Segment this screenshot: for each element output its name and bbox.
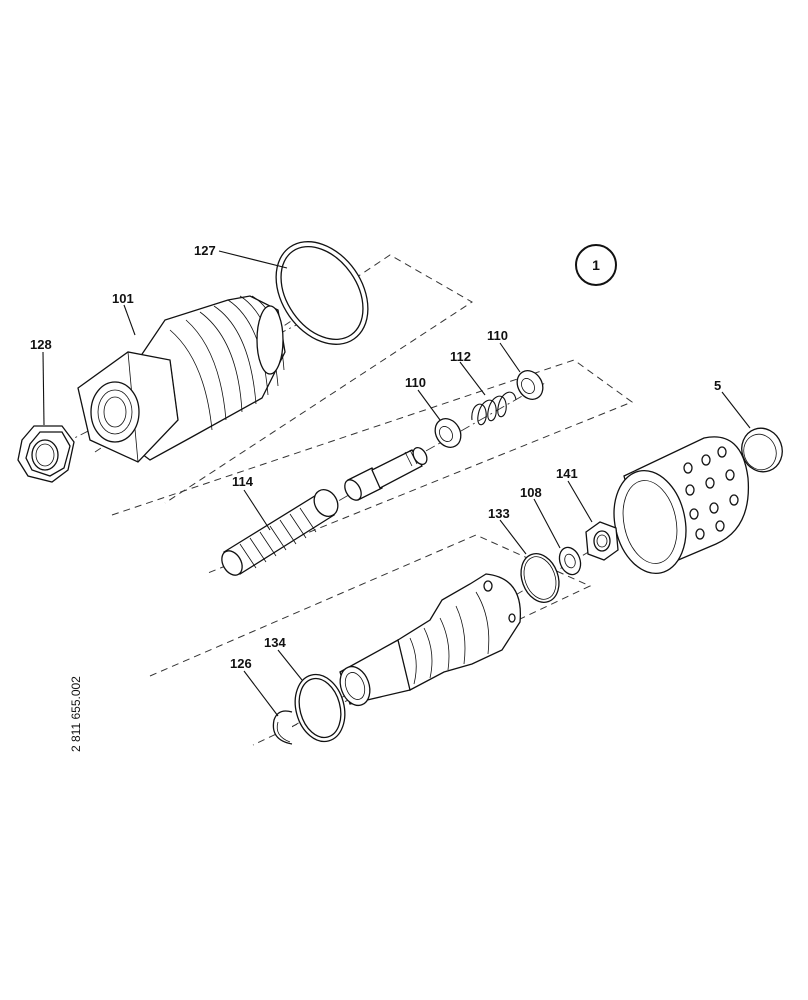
callout-128: 128: [30, 337, 52, 352]
part-141-nut: [585, 521, 619, 561]
part-127-o-ring: [275, 241, 369, 345]
callout-133: 133: [488, 506, 510, 521]
drawing-reference-number: 2 811 655.002: [69, 676, 83, 752]
callout-101: 101: [112, 291, 134, 306]
part-128-hex-nut: [17, 425, 75, 483]
part-133-o-ring: [520, 553, 560, 603]
part-112-spring: [471, 391, 517, 426]
part-perforated-sleeve: [613, 436, 750, 575]
part-114-threaded-rod: [221, 489, 339, 576]
leader-lines: [42, 250, 751, 717]
callout-112: 112: [450, 349, 471, 364]
part-126-circlip: [272, 710, 293, 745]
part-110-washer-b: [516, 370, 544, 400]
assembly-frame-middle: [111, 359, 634, 574]
callout-110-upper: 110: [487, 328, 508, 343]
view-marker-label: 1: [592, 257, 600, 273]
part-cartridge-spool: [339, 573, 522, 707]
callout-108: 108: [520, 485, 542, 500]
assembly-frame-upper: [94, 254, 473, 504]
view-marker: 1: [575, 244, 617, 286]
callout-5: 5: [714, 378, 721, 393]
callout-141: 141: [556, 466, 578, 481]
part-spool-pin: [344, 446, 428, 501]
part-101-valve-body: [77, 295, 286, 463]
part-110-washer-a: [434, 418, 462, 448]
part-134-snap-ring: [294, 673, 346, 743]
callout-114: 114: [232, 474, 254, 489]
callout-126: 126: [230, 656, 252, 671]
callout-127: 127: [194, 243, 216, 258]
part-108-washer: [558, 546, 582, 576]
callout-110-lower: 110: [405, 375, 426, 390]
callout-134: 134: [264, 635, 286, 650]
part-5-cap: [741, 427, 783, 473]
